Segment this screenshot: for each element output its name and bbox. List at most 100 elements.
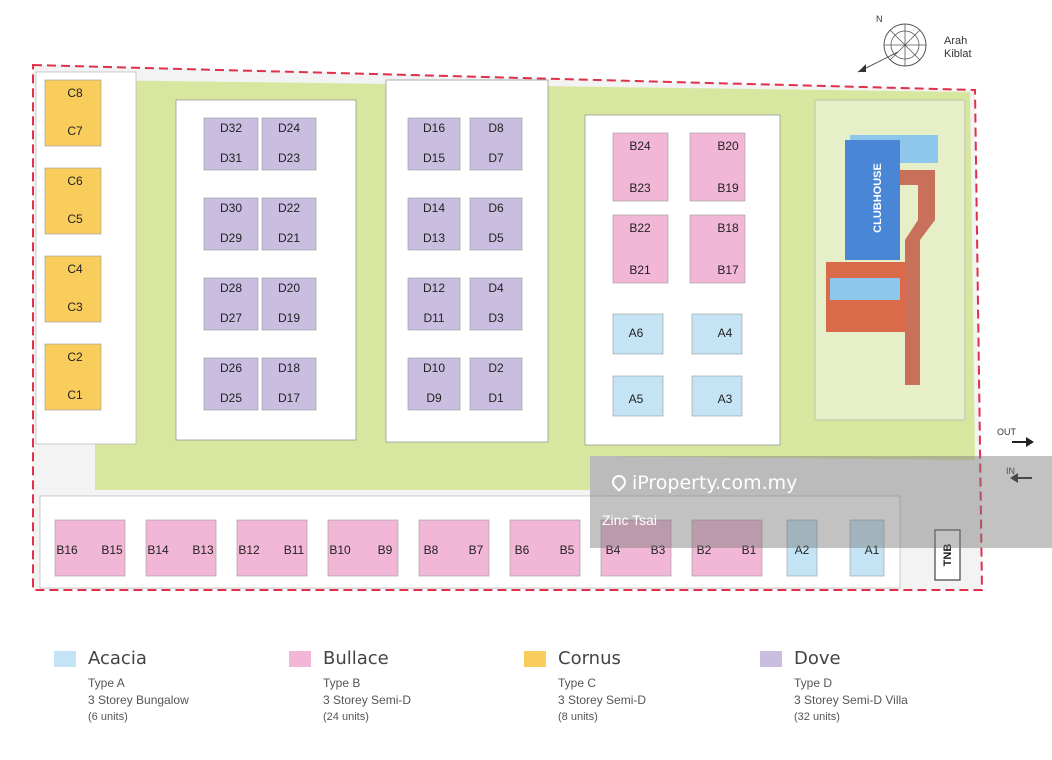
unit-lot bbox=[44, 255, 102, 323]
unit-label: D29 bbox=[220, 231, 242, 245]
legend: Acacia Type A 3 Storey Bungalow (6 units… bbox=[0, 648, 1052, 748]
unit-lot bbox=[612, 214, 669, 284]
in-label: IN bbox=[1006, 466, 1015, 476]
unit-lot bbox=[203, 357, 259, 411]
legend-desc: 3 Storey Bungalow bbox=[88, 693, 189, 707]
unit-label: C3 bbox=[67, 300, 83, 314]
unit-label: D16 bbox=[423, 121, 445, 135]
watermark-site-text: iProperty.com.my bbox=[632, 472, 798, 494]
unit-label: B10 bbox=[329, 543, 351, 557]
unit-label: D31 bbox=[220, 151, 242, 165]
clubhouse-label: CLUBHOUSE bbox=[872, 163, 884, 233]
unit-label: B4 bbox=[606, 543, 621, 557]
legend-type: Type C bbox=[558, 676, 597, 690]
unit-label: D6 bbox=[488, 201, 504, 215]
legend-swatch bbox=[760, 651, 782, 667]
legend-desc: 3 Storey Semi-D Villa bbox=[794, 693, 908, 707]
unit-lot bbox=[691, 519, 763, 577]
unit-label: B20 bbox=[717, 139, 739, 153]
unit-label: B19 bbox=[717, 181, 739, 195]
in-arrow bbox=[1010, 473, 1032, 483]
ramp bbox=[900, 170, 935, 385]
unit-label: D3 bbox=[488, 311, 504, 325]
unit-label: B23 bbox=[629, 181, 651, 195]
unit-label: D13 bbox=[423, 231, 445, 245]
unit-label: B2 bbox=[697, 543, 712, 557]
unit-label: D32 bbox=[220, 121, 242, 135]
legend-name: Bullace bbox=[323, 648, 389, 669]
unit-lot bbox=[469, 357, 523, 411]
unit-lot bbox=[612, 313, 664, 355]
unit-lot bbox=[261, 357, 317, 411]
unit-label: D9 bbox=[426, 391, 442, 405]
unit-label: D1 bbox=[488, 391, 504, 405]
unit-lot bbox=[54, 519, 126, 577]
unit-lot bbox=[407, 197, 461, 251]
legend-type: Type B bbox=[323, 676, 361, 690]
legend-type: Type D bbox=[794, 676, 833, 690]
unit-lot bbox=[689, 132, 746, 202]
unit-label: C2 bbox=[67, 350, 83, 364]
legend-units: (6 units) bbox=[88, 711, 128, 723]
unit-lot bbox=[612, 132, 669, 202]
unit-lot bbox=[44, 343, 102, 411]
unit-label: D12 bbox=[423, 281, 445, 295]
site-plan-map: CLUBHOUSE TNB OUT IN N Arah Kiblat C8C7C… bbox=[32, 14, 1034, 591]
legend-name: Cornus bbox=[558, 648, 621, 669]
unit-lot bbox=[469, 277, 523, 331]
unit-lot bbox=[689, 214, 746, 284]
unit-lot bbox=[203, 117, 259, 171]
pool-lower bbox=[830, 278, 900, 300]
legend-units: (8 units) bbox=[558, 711, 598, 723]
unit-label: A3 bbox=[718, 392, 733, 406]
unit-label: D25 bbox=[220, 391, 242, 405]
unit-lot bbox=[407, 117, 461, 171]
unit-lot bbox=[44, 167, 102, 235]
unit-lot bbox=[600, 519, 672, 577]
unit-lot bbox=[261, 197, 317, 251]
tnb-box bbox=[934, 529, 961, 581]
unit-label: B9 bbox=[378, 543, 393, 557]
site-boundary bbox=[32, 63, 984, 591]
out-arrow bbox=[1012, 437, 1034, 447]
unit-label: D7 bbox=[488, 151, 504, 165]
legend-name: Dove bbox=[794, 648, 841, 669]
unit-label: D14 bbox=[423, 201, 445, 215]
watermark-site: iProperty.com.my bbox=[609, 472, 798, 494]
unit-lot bbox=[44, 79, 102, 147]
unit-label: A5 bbox=[629, 392, 644, 406]
unit-label: B7 bbox=[469, 543, 484, 557]
unit-label: A2 bbox=[795, 543, 810, 557]
unit-label: D20 bbox=[278, 281, 300, 295]
unit-label: D10 bbox=[423, 361, 445, 375]
legend-swatch bbox=[54, 651, 76, 667]
unit-lot bbox=[418, 519, 490, 577]
legend-swatch bbox=[524, 651, 546, 667]
legend-swatch bbox=[289, 651, 311, 667]
clubhouse-roof bbox=[845, 140, 900, 260]
unit-label: B13 bbox=[192, 543, 214, 557]
unit-label: A1 bbox=[865, 543, 880, 557]
unit-label: B15 bbox=[101, 543, 123, 557]
unit-label: B3 bbox=[651, 543, 666, 557]
unit-label: A4 bbox=[718, 326, 733, 340]
unit-label: D8 bbox=[488, 121, 504, 135]
unit-lot bbox=[691, 313, 743, 355]
unit-lot bbox=[407, 277, 461, 331]
unit-label: D17 bbox=[278, 391, 300, 405]
unit-label: B24 bbox=[629, 139, 651, 153]
unit-label: D2 bbox=[488, 361, 504, 375]
unit-label: D4 bbox=[488, 281, 504, 295]
tnb-label: TNB bbox=[942, 544, 954, 567]
unit-label: C8 bbox=[67, 86, 83, 100]
unit-label: D28 bbox=[220, 281, 242, 295]
unit-label: B14 bbox=[147, 543, 169, 557]
unit-label: D11 bbox=[423, 311, 444, 325]
legend-desc: 3 Storey Semi-D bbox=[558, 693, 647, 707]
legend-units: (32 units) bbox=[794, 711, 840, 723]
unit-label: C6 bbox=[67, 174, 83, 188]
legend-name: Acacia bbox=[88, 648, 147, 669]
unit-label: B18 bbox=[717, 221, 739, 235]
unit-label: D27 bbox=[220, 311, 242, 325]
